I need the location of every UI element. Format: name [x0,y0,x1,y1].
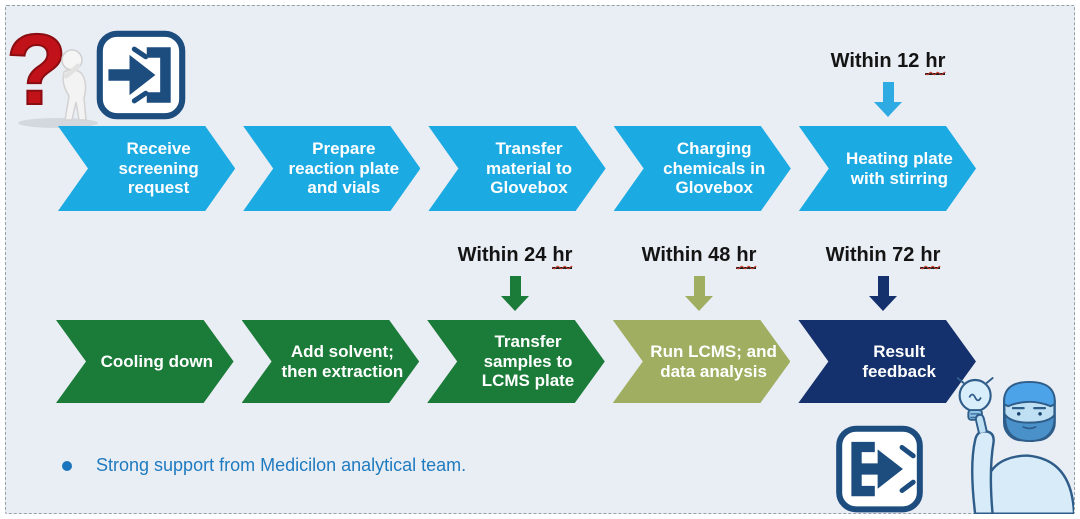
idea-person-illustration [948,372,1074,514]
annotation-text: Within 48 [641,244,731,266]
step-label: Add solvent; then extraction [281,341,404,381]
step-add-solvent-extraction: Add solvent; then extraction [242,320,420,403]
down-arrow-icon [501,276,529,311]
step-cooling-down: Cooling down [56,320,234,403]
question-mark-figure-icon: ? [8,22,104,130]
step-label: Result feedback [862,341,937,381]
step-receive-screening-request: Receive screening request [58,126,235,211]
svg-text:?: ? [8,22,67,126]
step-label: Run LCMS; and data analysis [650,341,777,381]
annotation-unit: hr [925,50,946,75]
flow-row-bottom: Cooling down Add solvent; then extractio… [56,320,976,403]
annotation-text: Within 12 [830,50,920,72]
step-prepare-reaction-plate: Prepare reaction plate and vials [243,126,420,211]
annotation-text: Within 24 [457,244,547,266]
lightbulb-icon [956,377,994,421]
annotation-unit: hr [552,244,573,269]
support-note: Strong support from Medicilon analytical… [62,455,466,476]
step-label: Receive screening request [118,138,199,198]
note-text: Strong support from Medicilon analytical… [96,455,467,475]
step-label: Cooling down [100,351,213,371]
bullet-icon [62,460,72,471]
step-charging-chemicals-glovebox: Charging chemicals in Glovebox [614,126,791,211]
annotation-unit: hr [736,244,757,269]
step-heating-plate-stirring: Heating plate with stirring [799,126,976,211]
flow-row-top: Receive screening request Prepare reacti… [58,126,976,211]
step-label: Transfer material to Glovebox [486,138,572,198]
enter-login-icon [95,28,187,122]
step-transfer-material-glovebox: Transfer material to Glovebox [428,126,605,211]
step-label: Transfer samples to LCMS plate [481,331,575,391]
down-arrow-icon [685,276,713,311]
step-label: Prepare reaction plate and vials [288,138,400,198]
step-transfer-samples-lcms: Transfer samples to LCMS plate [427,320,605,403]
step-run-lcms-data-analysis: Run LCMS; and data analysis [613,320,791,403]
annotation-text: Within 72 [825,244,915,266]
step-label: Charging chemicals in Glovebox [663,138,766,198]
step-label: Heating plate with stirring [846,148,953,188]
down-arrow-icon [869,276,897,311]
down-arrow-icon [874,82,902,117]
annotation-unit: hr [920,244,941,269]
exit-logout-icon [833,424,926,514]
